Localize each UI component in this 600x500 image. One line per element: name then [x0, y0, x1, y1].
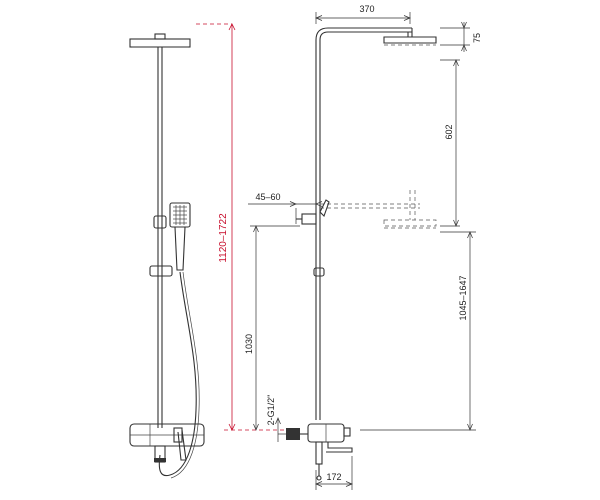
total-height-label: 1120–1722 — [218, 213, 229, 263]
front-hand-shower — [169, 202, 191, 271]
spout-length-label: 172 — [326, 472, 341, 482]
total-height-dimension: 1120–1722 — [196, 23, 300, 431]
front-mixer-body — [129, 423, 205, 461]
side-riser-pipe — [315, 27, 413, 420]
inlet-thread-dimension: 2-G1/2" — [266, 395, 286, 442]
front-view — [129, 33, 205, 479]
side-rain-head-upper — [383, 36, 437, 46]
front-hand-shower-holder — [149, 265, 173, 277]
outlet-height-dimension: 1030 — [244, 225, 300, 431]
front-spout — [154, 445, 166, 463]
front-hose — [158, 271, 200, 479]
holder-offset-label: 45–60 — [255, 192, 280, 202]
arm-length-label: 370 — [359, 4, 374, 14]
side-view — [286, 27, 437, 481]
head-travel-label: 602 — [444, 124, 454, 139]
spout-length-dimension: 172 — [315, 456, 353, 490]
head-height-dimension: 1045–1647 — [360, 231, 476, 431]
front-slider-bracket — [153, 215, 167, 229]
side-mixer-body — [286, 423, 351, 443]
inlet-thread-label: 2-G1/2" — [266, 395, 276, 426]
outlet-height-label: 1030 — [244, 334, 254, 354]
holder-offset-dimension: 45–60 — [248, 192, 323, 224]
head-height-label: 1045–1647 — [458, 275, 468, 320]
arm-length-dimension: 370 — [315, 4, 411, 24]
head-thickness-label: 75 — [472, 33, 482, 43]
front-riser-pipe — [157, 47, 163, 428]
side-rain-head-lower — [320, 190, 437, 229]
front-rain-head — [129, 33, 191, 48]
side-hand-shower-holder — [296, 199, 330, 277]
side-spout — [315, 441, 353, 481]
head-thickness-dimension: 75 — [440, 21, 482, 52]
head-travel-dimension: 602 — [440, 59, 460, 227]
